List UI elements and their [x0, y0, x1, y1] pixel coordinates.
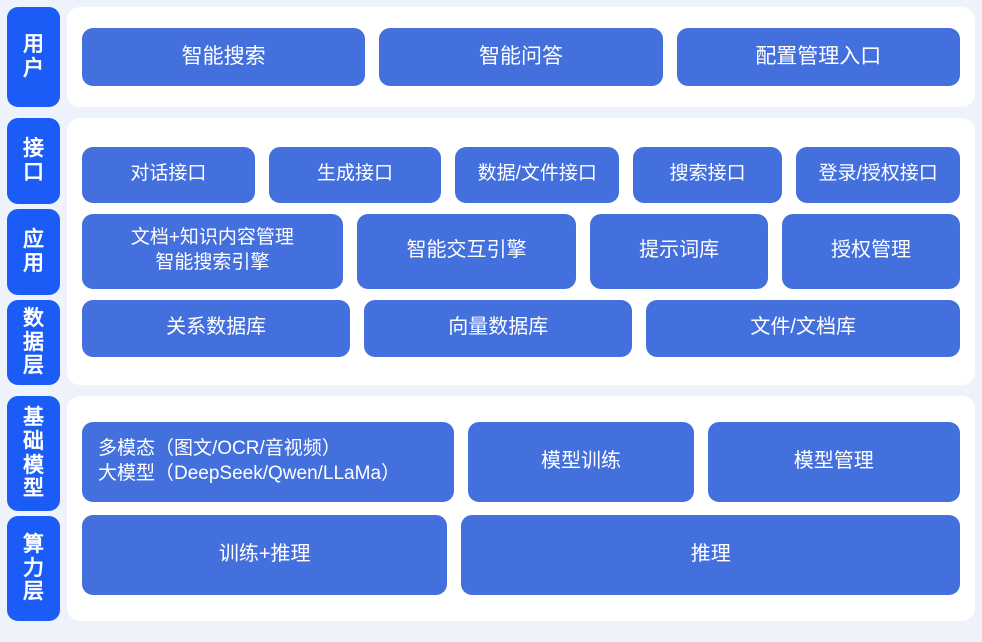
rail-tab-user-label: 用户 [23, 33, 44, 80]
card-prompt-library[interactable]: 提示词库 [590, 213, 769, 289]
row-user-entries: 智能搜索 智能问答 配置管理入口 [82, 28, 960, 86]
card-multimodal-large-model-line1: 多模态（图文/OCR/音视频） [98, 438, 341, 460]
panel-user: 智能搜索 智能问答 配置管理入口 [67, 7, 975, 107]
card-config-management-entry[interactable]: 配置管理入口 [676, 28, 960, 86]
card-login-auth-interface[interactable]: 登录/授权接口 [796, 146, 960, 203]
card-smart-interaction-engine[interactable]: 智能交互引擎 [356, 213, 577, 289]
rail-tab-foundation-model-label: 基础模型 [23, 406, 44, 501]
card-smart-search[interactable]: 智能搜索 [82, 28, 366, 86]
rail-base: 基础模型 算力层 [7, 396, 60, 621]
section-platform: 接口 应用 数据层 对话接口 生成接口 数据/文件接口 搜索接口 登录/授权接口… [7, 118, 975, 385]
card-doc-knowledge-management-line1: 文档+知识内容管理 [130, 227, 294, 249]
rail-tab-data-layer[interactable]: 数据层 [7, 300, 60, 385]
card-model-management[interactable]: 模型管理 [707, 422, 960, 502]
card-data-file-interface[interactable]: 数据/文件接口 [455, 146, 620, 203]
card-inference[interactable]: 推理 [461, 515, 960, 595]
row-models: 多模态（图文/OCR/音视频） 大模型（DeepSeek/Qwen/LLaMa）… [82, 422, 960, 502]
card-smart-qa[interactable]: 智能问答 [379, 28, 663, 86]
card-training-plus-inference[interactable]: 训练+推理 [82, 515, 448, 595]
card-vector-database[interactable]: 向量数据库 [364, 299, 633, 357]
card-relational-database[interactable]: 关系数据库 [82, 299, 351, 357]
rail-tab-interface-label: 接口 [23, 137, 44, 184]
panel-base: 多模态（图文/OCR/音视频） 大模型（DeepSeek/Qwen/LLaMa）… [67, 396, 975, 621]
rail-tab-application-label: 应用 [23, 228, 44, 275]
card-doc-knowledge-management[interactable]: 文档+知识内容管理 智能搜索引擎 [82, 213, 343, 289]
panel-platform: 对话接口 生成接口 数据/文件接口 搜索接口 登录/授权接口 文档+知识内容管理… [67, 118, 975, 385]
card-model-training[interactable]: 模型训练 [468, 422, 694, 502]
section-base: 基础模型 算力层 多模态（图文/OCR/音视频） 大模型（DeepSeek/Qw… [7, 396, 975, 621]
card-dialog-interface[interactable]: 对话接口 [82, 146, 255, 203]
rail-tab-interface[interactable]: 接口 [7, 118, 60, 204]
rail-tab-data-layer-label: 数据层 [23, 307, 44, 378]
rail-tab-foundation-model[interactable]: 基础模型 [7, 396, 60, 511]
row-applications: 文档+知识内容管理 智能搜索引擎 智能交互引擎 提示词库 授权管理 [82, 213, 961, 289]
rail-tab-application[interactable]: 应用 [7, 209, 60, 295]
card-multimodal-large-model-line2: 大模型（DeepSeek/Qwen/LLaMa） [98, 463, 401, 484]
row-data-stores: 关系数据库 向量数据库 文件/文档库 [82, 299, 960, 357]
rail-platform: 接口 应用 数据层 [7, 118, 60, 385]
row-compute: 训练+推理 推理 [82, 515, 960, 595]
row-interfaces: 对话接口 生成接口 数据/文件接口 搜索接口 登录/授权接口 [82, 146, 960, 203]
rail-tab-compute-layer[interactable]: 算力层 [7, 516, 60, 621]
rail-tab-user[interactable]: 用户 [7, 7, 60, 107]
rail-user: 用户 [7, 7, 60, 107]
card-generation-interface[interactable]: 生成接口 [268, 146, 442, 203]
card-multimodal-large-model[interactable]: 多模态（图文/OCR/音视频） 大模型（DeepSeek/Qwen/LLaMa） [82, 422, 455, 502]
card-authorization-management[interactable]: 授权管理 [782, 213, 961, 289]
card-file-document-store[interactable]: 文件/文档库 [646, 299, 960, 357]
card-doc-knowledge-management-line2: 智能搜索引擎 [155, 252, 270, 273]
card-search-interface[interactable]: 搜索接口 [633, 146, 783, 203]
rail-tab-compute-layer-label: 算力层 [23, 533, 44, 604]
section-user: 用户 智能搜索 智能问答 配置管理入口 [7, 7, 975, 107]
